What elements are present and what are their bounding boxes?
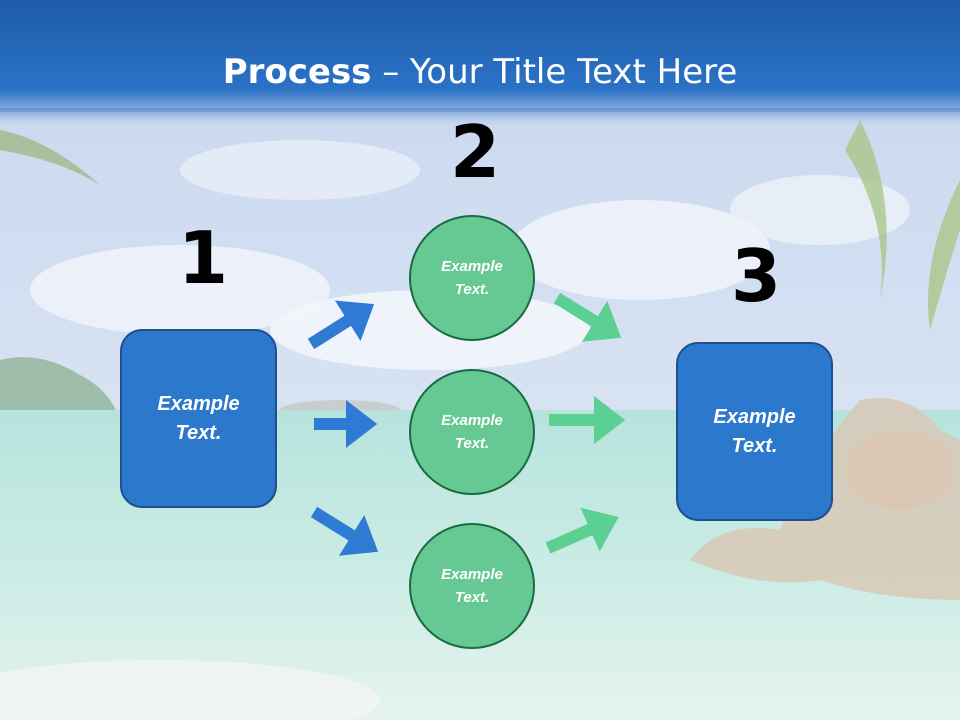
circle-bottom-line1: Example (441, 566, 503, 583)
arrow-green-down (553, 292, 622, 342)
title-bold: Process (222, 52, 372, 92)
circle-middle-line1: Example (441, 412, 503, 429)
step-number-3: 3 (731, 234, 782, 318)
arrow-blue-down (310, 506, 379, 556)
circle-top-line1: Example (441, 258, 503, 275)
step-box-3-line1: Example (713, 405, 796, 428)
slide-title: Process – Your Title Text Here (0, 52, 960, 92)
circle-top-line2: Text. (454, 281, 490, 298)
arrow-blue-up (307, 300, 375, 350)
step-number-2: 2 (450, 110, 501, 194)
arrow-green-up (545, 507, 619, 554)
step-box-3-line2: Text. (731, 434, 778, 457)
circle-bottom-line2: Text. (454, 589, 490, 606)
title-rest: – Your Title Text Here (371, 52, 738, 92)
step-box-1-line1: Example (157, 392, 240, 415)
step-number-1: 1 (178, 216, 229, 300)
circle-middle-line2: Text. (454, 435, 490, 452)
step-box-1-line2: Text. (175, 421, 222, 444)
